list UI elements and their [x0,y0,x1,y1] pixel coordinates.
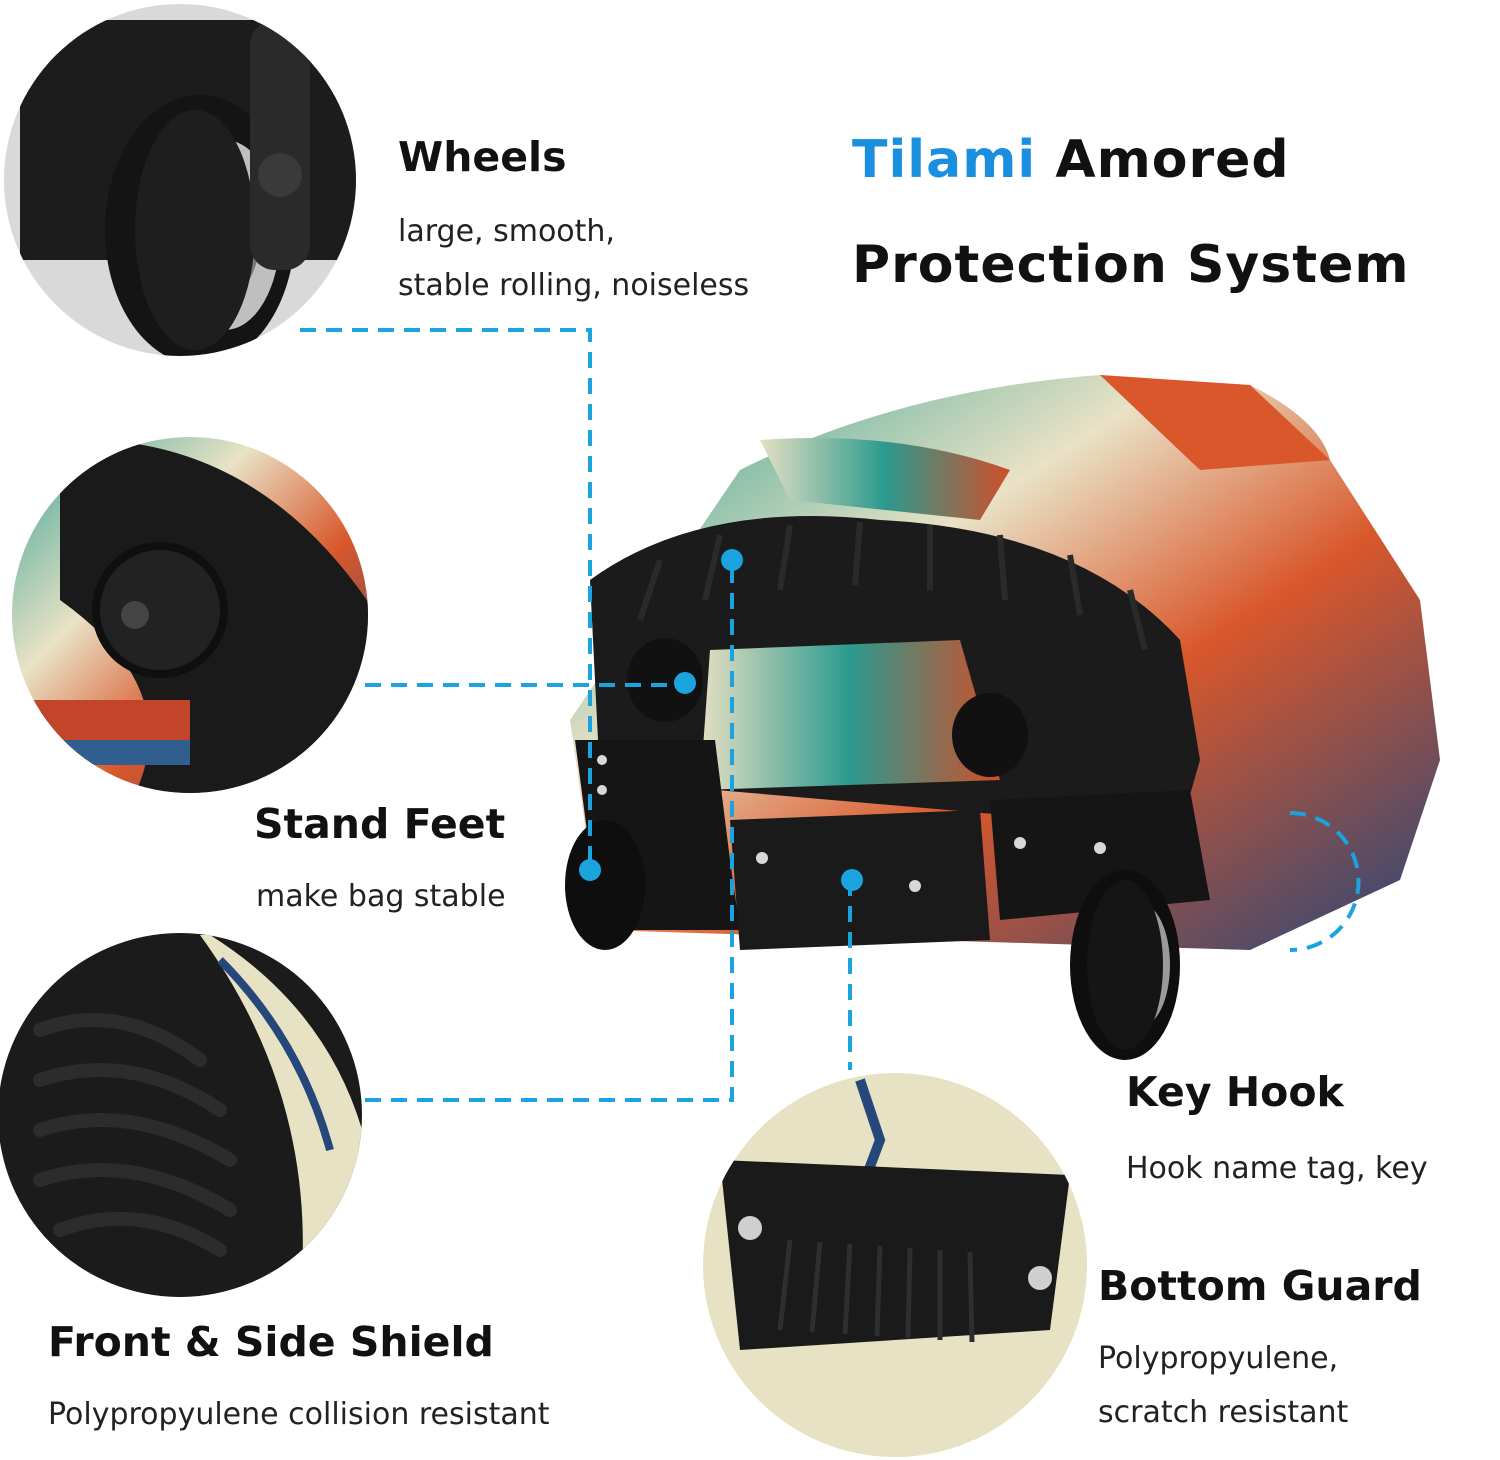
bottom-guard-title: Bottom Guard [1098,1262,1422,1310]
wheels-desc-line2: stable rolling, noiseless [398,268,750,303]
callout-dots [579,549,863,891]
bottom-guard-desc-line2: scratch resistant [1098,1395,1349,1430]
wheels-title: Wheels [398,133,567,181]
wheel-closeup-image [4,4,356,356]
stand-feet-title: Stand Feet [254,800,506,848]
key-hook-callout-arc [1289,811,1361,952]
key-hook-title: Key Hook [1126,1068,1344,1116]
wheels-callout-line [300,328,592,870]
stand-feet-desc: make bag stable [256,879,506,914]
brand-name: Tilami [852,130,1037,190]
bottom-guard-callout-dot [841,869,863,891]
bottom-guard-closeup-image [703,1073,1087,1457]
front-shield-closeup-image [0,933,362,1297]
stand-feet-callout-dot [674,672,696,694]
backpack-image [565,375,1440,1060]
page-title-line2: Protection System [852,235,1410,295]
wheels-desc-line1: large, smooth, [398,214,615,249]
front-shield-callout-line [365,560,734,1102]
page-title-line1: Tilami Amored [852,130,1290,190]
callout-lines [300,328,1361,1102]
title-word: Amored [1055,130,1290,190]
front-shield-callout-dot [721,549,743,571]
wheels-callout-dot [579,859,601,881]
stand-feet-closeup-image [12,437,368,793]
front-side-shield-title: Front & Side Shield [48,1318,494,1366]
key-hook-desc: Hook name tag, key [1126,1151,1428,1186]
front-side-shield-desc: Polypropyulene collision resistant [48,1397,550,1432]
bottom-guard-desc-line1: Polypropyulene, [1098,1341,1339,1376]
